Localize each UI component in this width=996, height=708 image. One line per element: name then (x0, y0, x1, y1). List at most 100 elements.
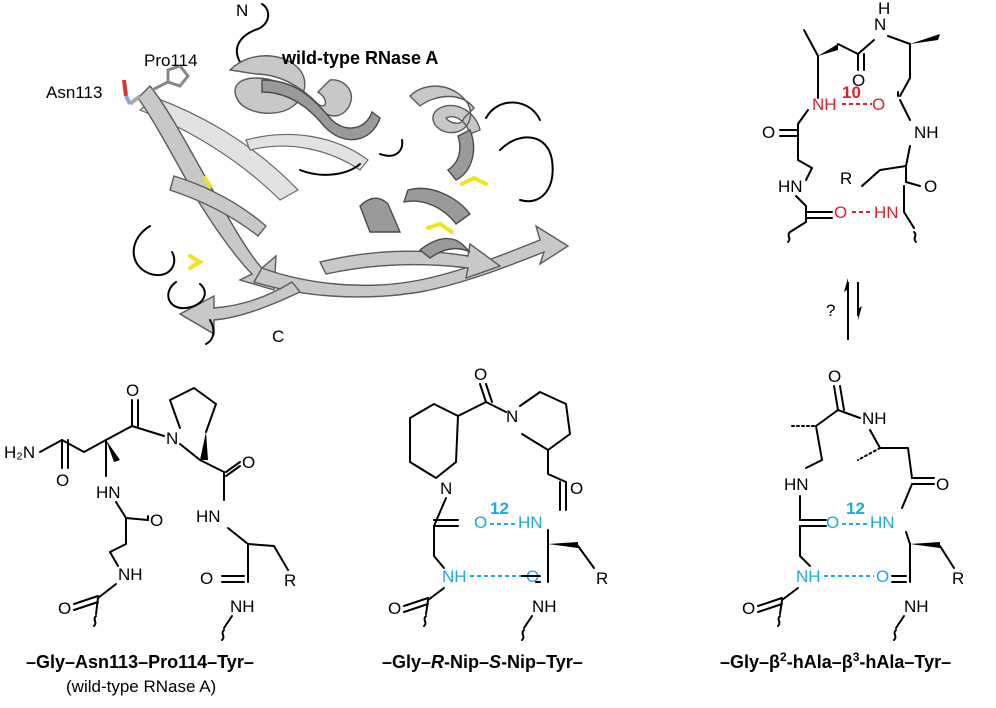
atom-nh-cyan: NH (796, 567, 821, 586)
bond (837, 43, 859, 55)
bond (39, 439, 107, 453)
bond (485, 383, 493, 403)
atom-nh: NH (904, 597, 929, 616)
strand-dark-2 (402, 187, 472, 225)
bond (225, 461, 241, 473)
n-terminus-label: N (236, 1, 248, 20)
atom-o-cyan: O (876, 567, 889, 586)
atom-nh: NH (914, 123, 939, 142)
bond (899, 43, 911, 97)
bond (115, 501, 149, 521)
bond (403, 597, 429, 607)
bond (457, 401, 487, 417)
bond (757, 597, 783, 607)
disulfide-4 (426, 221, 454, 234)
piperidine-1 (409, 417, 457, 479)
beta-caption-part-4: 3 (853, 650, 860, 664)
bond (805, 167, 813, 181)
c-terminus-label: C (272, 327, 284, 346)
nip-caption-part-1: –Gly– (382, 652, 431, 672)
bond (485, 401, 507, 413)
bond (833, 385, 839, 411)
atom-o: O (388, 599, 401, 618)
wedge-bond (548, 542, 578, 548)
bond (905, 531, 911, 545)
bond (109, 517, 127, 553)
bond (795, 195, 807, 223)
wedge-bond (910, 34, 940, 44)
bond (869, 429, 881, 449)
bond (433, 525, 445, 569)
proline-ring (169, 387, 217, 433)
bond (903, 211, 915, 229)
atom-hn: HN (96, 483, 121, 502)
nip-caption-part-2: R (431, 652, 444, 672)
bond (425, 599, 429, 615)
amide-h2n: H₂N (4, 443, 35, 462)
atom-hn: HN (778, 177, 803, 196)
atom-o: O (828, 367, 841, 386)
beta-ring-12-size: 12 (846, 499, 865, 518)
squiggle (221, 629, 225, 641)
bond (403, 603, 429, 613)
bond (227, 527, 249, 545)
atom-hn-cyan: HN (870, 513, 895, 532)
arrow-down-head (858, 306, 862, 320)
helix-right-end (446, 129, 475, 181)
atom-hn-cyan: HN (518, 513, 543, 532)
equilibrium-question: ? (826, 301, 835, 320)
atom-n: N (440, 479, 452, 498)
pro-stick (151, 80, 169, 92)
atom-nh: NH (118, 565, 143, 584)
nip-caption-part-4: S (489, 652, 501, 672)
left-coil (132, 225, 176, 277)
beta-peptide-r-group: R (952, 569, 964, 588)
left-coil-2 (167, 281, 206, 310)
wedge-bond (106, 440, 120, 462)
bond (839, 385, 845, 411)
beta-peptide-10-ring: N H O NH O 10 NH O HN R O O HN (762, 0, 940, 243)
bond (939, 545, 955, 569)
asn-stick-o (122, 79, 128, 97)
nip-structure: O N O N O HN 12 R NH O NH O (388, 365, 608, 641)
bond (905, 145, 911, 167)
bond (73, 601, 99, 611)
atom-o-red: O (872, 95, 885, 114)
squiggle (913, 231, 917, 243)
protein-ribbon: N C Asn113 Pro114 wild-type RNase A (46, 1, 570, 346)
bond (577, 545, 595, 569)
strand-3-shadow (418, 237, 471, 259)
beta-peptide-caption: –Gly–β2-hAla–β3-hAla–Tyr– (720, 650, 951, 672)
beta-caption-part-5: -hAla–Tyr– (859, 652, 951, 672)
pro114-label: Pro114 (144, 51, 198, 70)
squiggle (777, 615, 781, 627)
disulfide-2 (188, 254, 204, 270)
atom-o-red: O (834, 203, 847, 222)
asn113-label: Asn113 (46, 83, 102, 102)
atom-o: O (242, 453, 255, 472)
bond (789, 221, 807, 233)
bond (815, 409, 839, 427)
bond (797, 123, 813, 169)
bond (781, 587, 799, 601)
equilibrium-arrows: ? (826, 278, 862, 340)
bond (109, 551, 119, 567)
bond (901, 483, 913, 509)
sheet-back-1 (138, 97, 299, 201)
bond (899, 99, 911, 121)
atom-hn: HN (196, 507, 221, 526)
mid-coil-2 (299, 163, 361, 176)
atom-o: O (762, 123, 775, 142)
helix-top-back (261, 79, 381, 141)
atom-o: O (56, 471, 69, 490)
pro-ring (166, 64, 190, 88)
atom-nh: NH (230, 597, 255, 616)
atom-o: O (126, 381, 139, 400)
piperidine-2 (519, 391, 571, 451)
wild-type-subcaption: (wild-type RNase A) (66, 677, 216, 696)
bond (805, 425, 823, 469)
bond (879, 447, 913, 479)
atom-o: O (570, 479, 583, 498)
